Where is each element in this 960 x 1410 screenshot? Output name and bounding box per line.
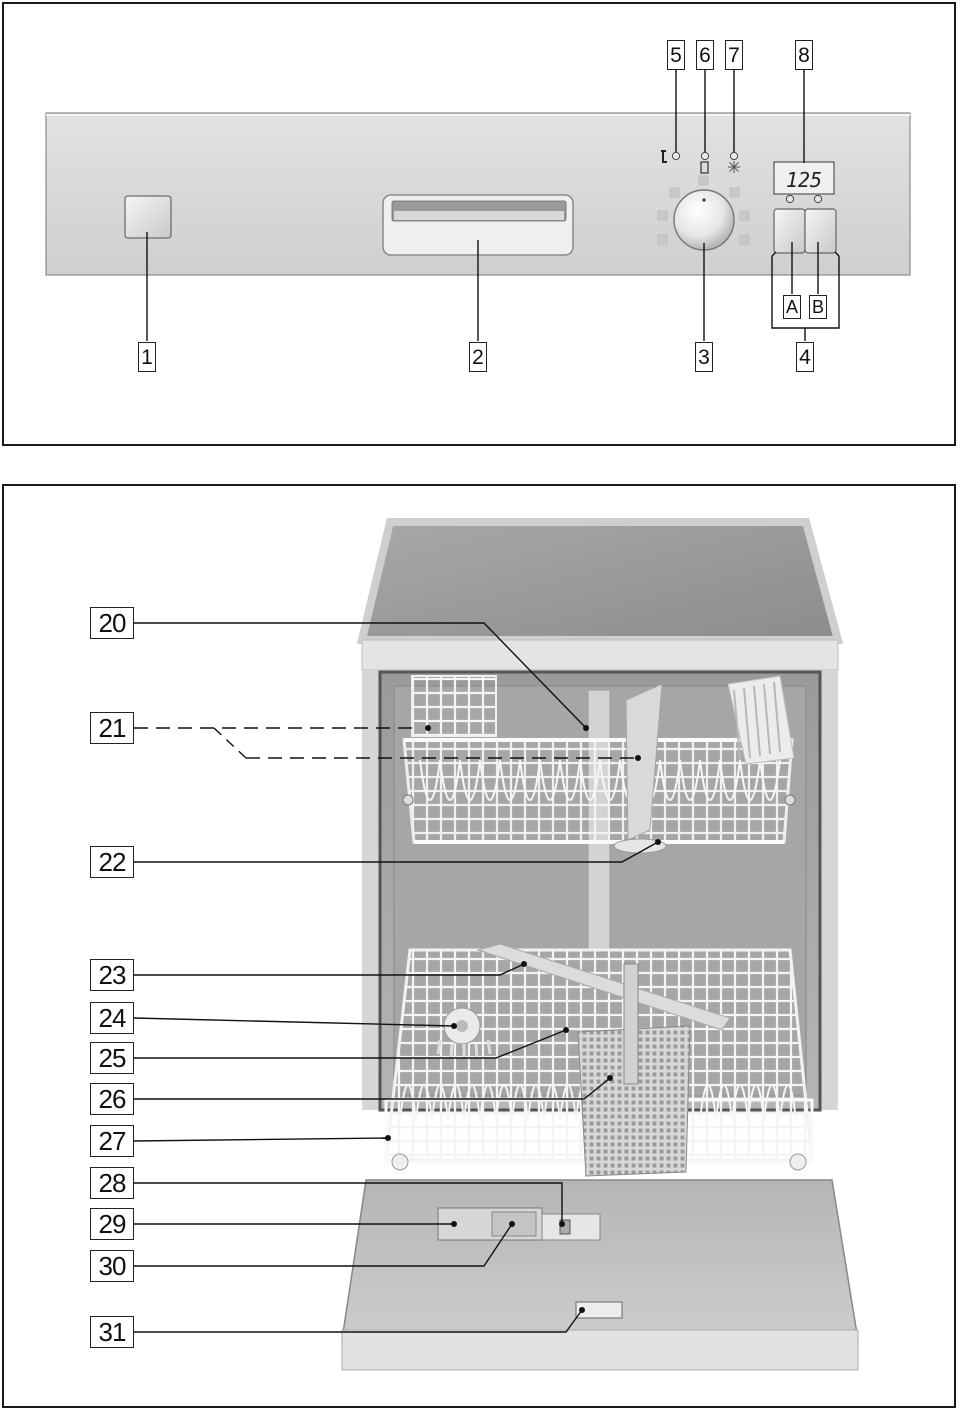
callout-30: 30 (90, 1250, 134, 1282)
display-readout: 125 (785, 168, 823, 192)
callout-23: 23 (90, 959, 134, 991)
door-handle[interactable] (382, 194, 574, 256)
callout-20: 20 (90, 607, 134, 639)
top-leader-lines (146, 70, 840, 341)
callout-31: 31 (90, 1316, 134, 1348)
callout-22: 22 (90, 846, 134, 878)
main-switch-button[interactable] (124, 195, 172, 239)
rinse-aid-indicator-icon (700, 151, 710, 174)
callout-7: 7 (725, 40, 743, 70)
led-b (813, 194, 823, 204)
callout-21: 21 (90, 712, 134, 744)
rinse-aid-dispenser (541, 1213, 601, 1241)
callout-a: A (783, 295, 801, 319)
callout-3: 3 (695, 342, 713, 372)
callout-29: 29 (90, 1208, 134, 1240)
callout-28: 28 (90, 1167, 134, 1199)
callout-5: 5 (667, 40, 685, 70)
dishwasher-illustration (341, 518, 859, 1371)
salt-indicator-icon (661, 150, 681, 163)
digital-display (773, 161, 835, 195)
callout-dots (385, 725, 661, 1313)
programme-markers (657, 175, 750, 245)
end-of-cycle-indicator-icon (728, 151, 740, 173)
callout-27: 27 (90, 1125, 134, 1157)
cutlery-basket (577, 963, 691, 1177)
callout-1: 1 (138, 342, 156, 372)
callout-b: B (809, 295, 827, 319)
delay-button-a[interactable] (773, 208, 806, 254)
upper-spray-arm (613, 838, 667, 854)
programme-selector-knob[interactable] (673, 189, 735, 251)
callout-26: 26 (90, 1083, 134, 1115)
callout-6: 6 (696, 40, 714, 70)
callout-24: 24 (90, 1002, 134, 1034)
bottom-leader-lines (133, 622, 659, 1333)
callout-2: 2 (469, 342, 487, 372)
dishwasher-figure (2, 484, 956, 1408)
led-a (785, 194, 795, 204)
upper-basket (402, 675, 795, 844)
callout-25: 25 (90, 1042, 134, 1074)
callout-4: 4 (796, 342, 814, 372)
lower-spray-arm (476, 943, 731, 1031)
rating-plate (575, 1301, 623, 1319)
delay-button-b[interactable] (804, 208, 837, 254)
callout-8: 8 (795, 40, 813, 70)
